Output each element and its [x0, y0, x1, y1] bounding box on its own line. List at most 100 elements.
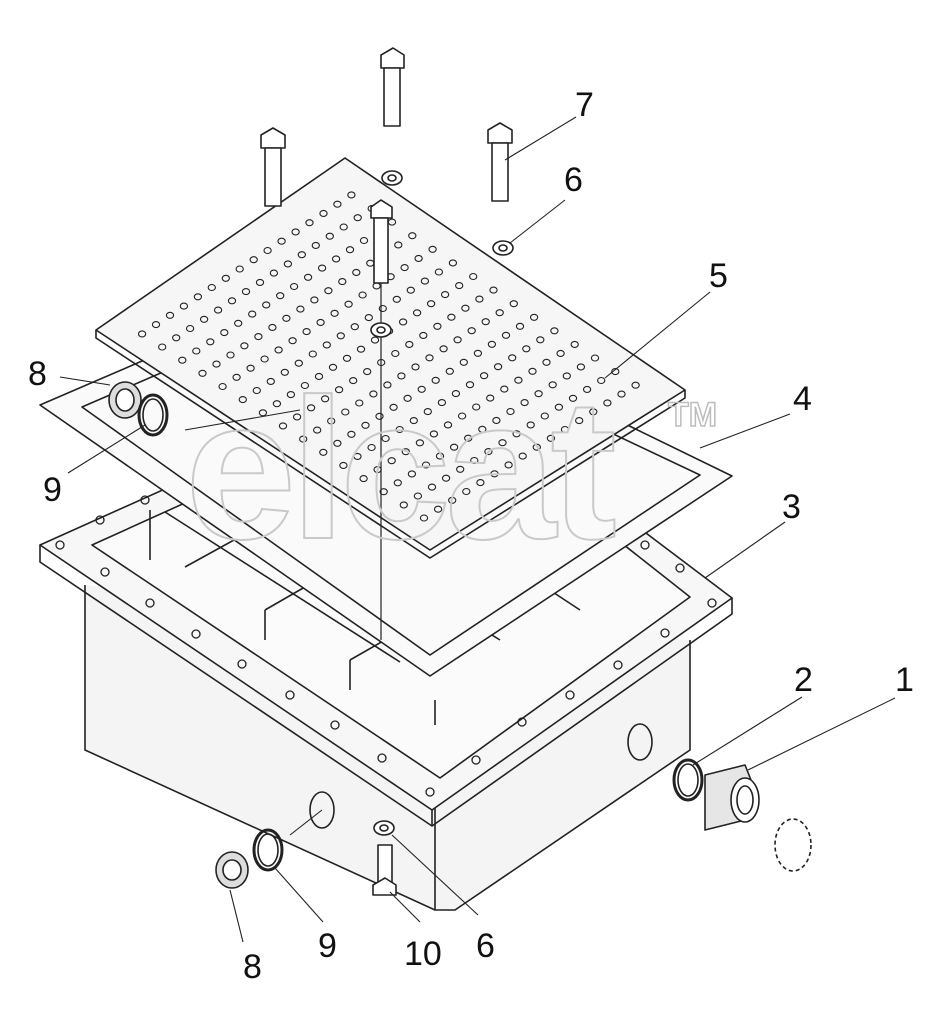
plate-hole: [165, 311, 175, 319]
plug-lower: [215, 851, 249, 889]
plate-hole: [185, 324, 195, 333]
plate-hole: [399, 501, 408, 509]
plate-hole: [489, 286, 498, 294]
plate-hole: [248, 310, 257, 318]
plate-hole: [389, 403, 398, 411]
callout-6-upper: 6: [564, 161, 583, 199]
plate-hole: [199, 315, 209, 323]
plate-hole: [300, 381, 310, 390]
plate-hole: [447, 313, 456, 321]
callout-4: 4: [793, 380, 812, 418]
perforated-plate: [95, 157, 686, 559]
plate-hole: [394, 241, 403, 249]
plate-hole: [512, 430, 521, 438]
plate-hole: [342, 354, 352, 362]
plate-hole: [449, 443, 459, 451]
plate-hole: [213, 306, 223, 314]
plate-hole: [378, 304, 387, 313]
plate-hole: [473, 349, 483, 357]
plate-hole: [221, 274, 230, 282]
plate-hole: [303, 273, 313, 281]
plate-hole: [407, 470, 417, 478]
plate-hole: [375, 412, 384, 420]
bolt-bottom: [372, 844, 397, 896]
plate-hole: [470, 456, 479, 465]
plate-hole: [498, 439, 507, 447]
plate-hole: [421, 461, 431, 469]
plate-hole: [492, 416, 501, 424]
plate-hole: [462, 487, 471, 496]
plate-hole: [514, 376, 523, 384]
plate-hole: [405, 340, 414, 348]
plate-hole: [333, 439, 342, 447]
callout-2: 2: [794, 661, 813, 699]
seal-ring-upper-left: [137, 393, 169, 437]
plate-hole: [400, 264, 409, 272]
plate-hole: [548, 381, 557, 389]
plate-hole: [207, 283, 216, 292]
plate-hole: [234, 319, 243, 327]
plate-hole: [179, 302, 189, 310]
plate-hole: [453, 336, 462, 344]
plate-hole: [528, 367, 537, 375]
plate-hole: [370, 336, 380, 344]
plate-hole: [241, 288, 251, 296]
plate-hole: [314, 372, 324, 380]
plate-hole: [589, 408, 598, 416]
plate-hole: [347, 430, 356, 438]
plate-hole: [310, 296, 319, 304]
plate-hole: [387, 457, 396, 465]
callout-5: 5: [709, 257, 728, 295]
plate-hole: [324, 287, 333, 295]
plate-hole: [262, 301, 271, 309]
plate-hole: [429, 430, 439, 438]
plate-hole: [313, 426, 322, 434]
plate-hole: [464, 434, 473, 442]
plate-hole: [272, 400, 282, 408]
plate-hole: [522, 345, 531, 353]
plate-hole: [381, 434, 390, 443]
plate-hole: [274, 346, 283, 354]
plate-hole: [327, 417, 336, 425]
plate-hole: [479, 372, 489, 380]
plate-hole: [338, 278, 347, 286]
nut-lower: [373, 820, 395, 836]
plate-hole: [258, 409, 268, 417]
plate-hole: [465, 381, 475, 389]
plate-hole: [339, 223, 348, 231]
plate-hole: [347, 191, 356, 199]
plate-hole: [352, 268, 361, 276]
plate-hole: [425, 354, 434, 362]
nut-upper: [381, 170, 403, 186]
plate-hole: [428, 245, 437, 253]
plate-hole: [305, 219, 314, 227]
plate-hole: [534, 390, 543, 398]
plate-hole: [476, 479, 485, 487]
plate-hole: [299, 435, 308, 443]
plate-hole: [363, 368, 372, 376]
plate-hole: [193, 293, 203, 301]
callout-9-lower: 9: [318, 927, 337, 965]
plate-hole: [319, 209, 328, 217]
plate-hole: [433, 322, 442, 330]
plate-hole: [339, 461, 348, 469]
plate-hole: [292, 413, 302, 421]
plate-hole: [500, 385, 509, 393]
plate-hole: [508, 354, 517, 362]
plate-hole: [361, 421, 370, 429]
plate-hole: [597, 376, 606, 385]
plate-hole: [277, 237, 286, 245]
plate-hole: [254, 333, 263, 341]
plate-hole: [355, 399, 364, 407]
callout-9-upper: 9: [43, 471, 62, 509]
plate-hole: [379, 488, 388, 496]
plate-hole: [518, 452, 527, 460]
plate-hole: [484, 448, 493, 456]
plate-hole: [481, 318, 490, 326]
plate-hole: [282, 314, 291, 322]
plate-hole: [268, 323, 277, 331]
plate-hole: [260, 355, 269, 363]
plate-hole: [472, 403, 481, 411]
plate-hole: [568, 394, 578, 402]
plate-hole: [178, 356, 187, 364]
